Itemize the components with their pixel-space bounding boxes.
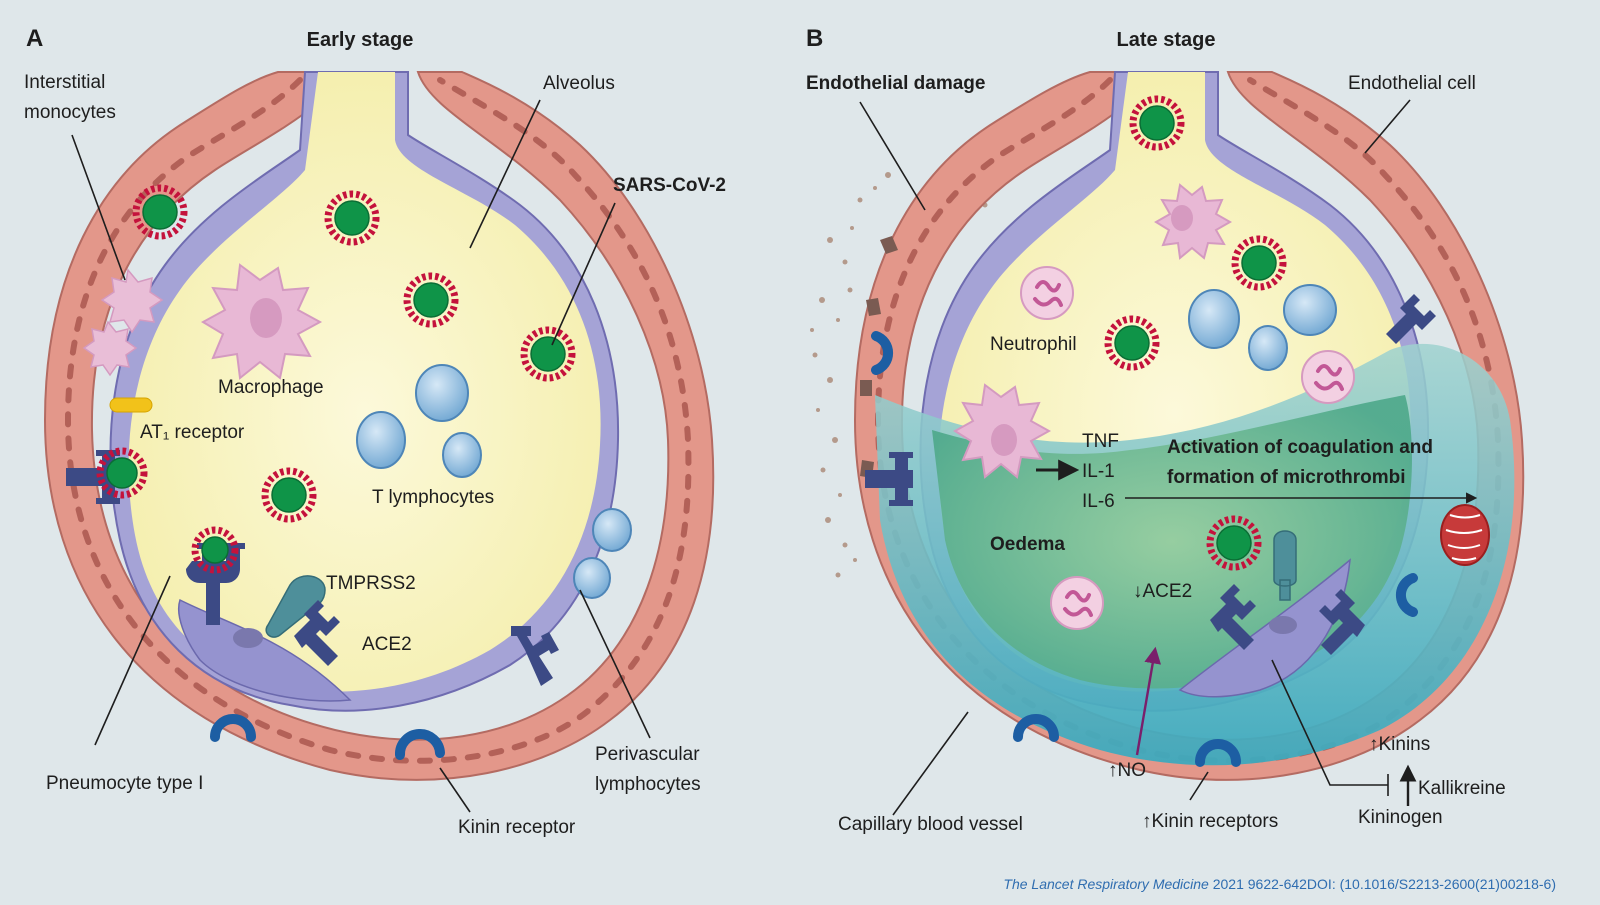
label-kinin-receptor: Kinin receptor — [458, 817, 576, 838]
leader-lines-a — [71, 99, 651, 813]
citation: The Lancet Respiratory Medicine 2021 962… — [1003, 876, 1556, 892]
ace2-receptor-b — [865, 294, 1436, 655]
macrophage-b — [1154, 183, 1233, 260]
citation-details: 2021 9622-642DOI: (10.1016/S2213-2600(21… — [1209, 876, 1556, 892]
label-capillary-blood-vessel: Capillary blood vessel — [838, 814, 1023, 835]
label-at1-receptor: AT₁ receptor — [140, 422, 245, 443]
label-kinins-up: ↑Kinins — [1369, 734, 1430, 755]
label-il1: IL-1 — [1082, 461, 1115, 482]
leader-lines-b — [859, 99, 1411, 816]
ace2-receptor — [66, 450, 559, 686]
neutrophil — [1020, 266, 1355, 630]
t-lymphocyte-b — [1188, 284, 1337, 371]
label-kininogen: Kininogen — [1358, 807, 1443, 828]
label-coagulation-2: formation of microthrombi — [1167, 467, 1406, 488]
capillary-vessel-a — [43, 71, 715, 781]
endothelial-nuclei-a — [64, 77, 692, 764]
label-kinin-receptors-up: ↑Kinin receptors — [1142, 811, 1278, 832]
label-il6: IL-6 — [1082, 491, 1115, 512]
pneumocyte-nucleus-a — [233, 628, 263, 648]
label-coagulation-1: Activation of coagulation and — [1167, 437, 1433, 458]
sars-cov-2-particle-b — [1104, 95, 1287, 571]
macrophage-cytokine — [953, 383, 1052, 479]
sars-cov-2-particle — [96, 184, 576, 574]
panel-title-a: Early stage — [307, 29, 414, 51]
label-perivascular-lymphocytes-1: Perivascular — [595, 744, 700, 765]
tmprss2-protease-b — [1273, 530, 1297, 601]
kallikrein-pathway — [1271, 659, 1417, 806]
label-no-up: ↑NO — [1108, 760, 1146, 781]
label-ace2: ACE2 — [362, 634, 412, 655]
kinin-receptor — [210, 714, 445, 760]
macrophage-a — [200, 263, 323, 380]
at1-receptor — [109, 397, 153, 413]
label-endothelial-cell: Endothelial cell — [1348, 73, 1476, 94]
panel-title-b: Late stage — [1117, 29, 1216, 51]
interstitial-monocyte — [82, 268, 164, 377]
label-tmprss2: TMPRSS2 — [326, 573, 416, 594]
label-kallikreine: Kallikreine — [1418, 778, 1506, 799]
label-pneumocyte-type-1: Pneumocyte type I — [46, 773, 203, 794]
panel-a: A Early stage Interstitial monocytes Alv… — [24, 25, 726, 838]
label-ace2-down: ↓ACE2 — [1133, 581, 1192, 602]
citation-journal: The Lancet Respiratory Medicine — [1003, 876, 1209, 892]
label-macrophage: Macrophage — [218, 377, 324, 398]
pneumocyte-nucleus-b — [1269, 616, 1297, 634]
t-lymphocyte — [356, 364, 632, 599]
label-tnf: TNF — [1082, 431, 1119, 452]
label-t-lymphocytes: T lymphocytes — [372, 487, 494, 508]
label-perivascular-lymphocytes-2: lymphocytes — [595, 774, 701, 795]
kinin-receptor-b — [871, 331, 1418, 767]
label-interstitial-monocytes-1: Interstitial — [24, 72, 105, 93]
label-neutrophil: Neutrophil — [990, 334, 1077, 355]
panel-letter-b: B — [806, 25, 823, 52]
arrow-no-up — [1135, 646, 1162, 756]
label-oedema: Oedema — [990, 534, 1065, 555]
microthrombus — [1440, 504, 1490, 566]
panel-letter-a: A — [26, 25, 43, 52]
label-alveolus: Alveolus — [543, 73, 615, 94]
label-sars-cov-2: SARS-CoV-2 — [613, 175, 726, 196]
label-interstitial-monocytes-2: monocytes — [24, 102, 116, 123]
endothelial-debris — [810, 172, 1002, 578]
alveolus-a — [128, 72, 601, 692]
label-endothelial-damage: Endothelial damage — [806, 73, 985, 94]
panel-b: B Late stage Endothelial damage Endothel… — [806, 25, 1525, 835]
